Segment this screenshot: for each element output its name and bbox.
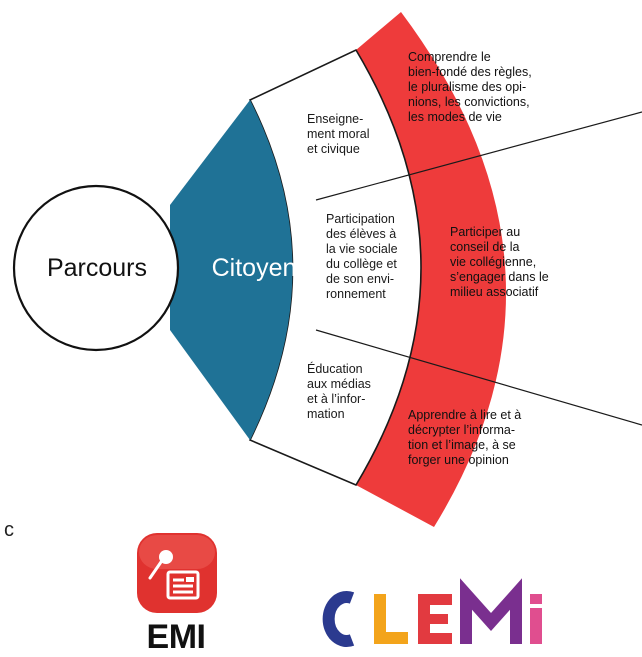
microphone-newspaper-icon (148, 550, 200, 600)
emi-logo (137, 533, 217, 613)
theme-label-participation: Participation des élèves à la vie social… (326, 212, 398, 301)
emi-wordmark: EMI (146, 618, 206, 656)
divider-line-lower (315, 329, 642, 426)
parcours-circle (12, 184, 180, 352)
clemi-letter-c (322, 591, 355, 647)
theme-label-moral-civic: Enseigne- ment moral et civique (307, 112, 370, 156)
objective-label-rules: Comprendre le bien-fondé des règles, le … (408, 50, 532, 124)
citoyen-label: Citoyen (211, 254, 297, 282)
objective-label-participate: Participer au conseil de la vie collégie… (450, 225, 549, 299)
divider-line-upper (315, 111, 642, 201)
clemi-letter-i (530, 594, 542, 644)
parcours-label: Parcours (46, 254, 148, 282)
stray-glyph: c (4, 519, 14, 541)
clemi-logo (322, 578, 542, 647)
objective-label-decrypt: Apprendre à lire et à décrypter l’inform… (408, 408, 522, 467)
theme-label-media-education: Éducation aux médias et à l’infor- matio… (307, 362, 371, 421)
emi-icon-highlight (139, 535, 215, 569)
objective-band (356, 12, 507, 527)
clemi-letter-e (418, 594, 452, 644)
citoyen-sector (170, 100, 293, 440)
clemi-letter-l (374, 594, 408, 644)
clemi-letter-m (460, 578, 522, 644)
